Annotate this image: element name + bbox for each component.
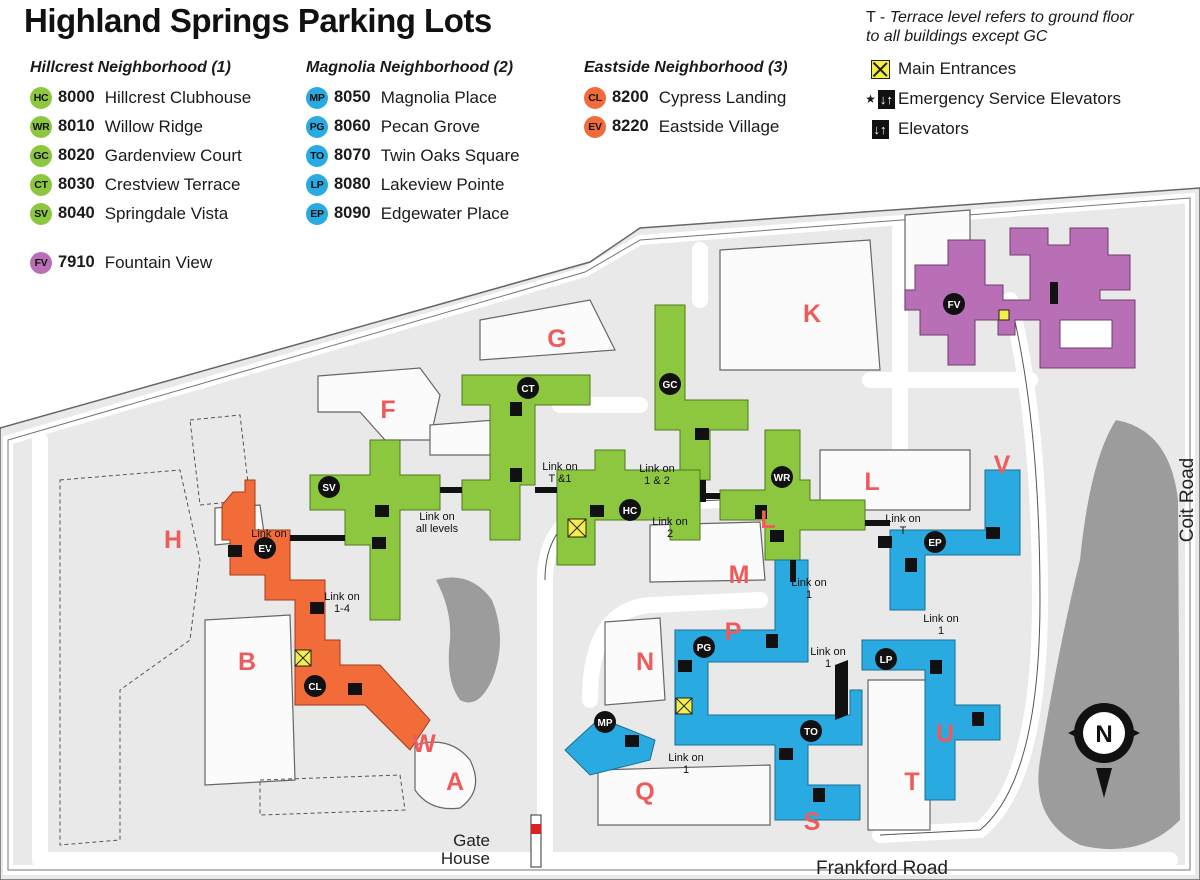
building-name: Eastside Village bbox=[658, 116, 780, 136]
terrace-note: T - Terrace level refers to ground floor… bbox=[866, 8, 1196, 46]
building-number: 8070 bbox=[334, 146, 371, 164]
building-number: 8030 bbox=[58, 175, 95, 193]
legend-label: Elevators bbox=[898, 119, 969, 138]
building-row[interactable]: TO 8070 Twin Oaks Square bbox=[306, 141, 520, 170]
building-number: 8000 bbox=[58, 88, 95, 106]
building-row[interactable]: MP 8050 Magnolia Place bbox=[306, 83, 520, 112]
west-pond bbox=[436, 577, 500, 703]
ep-badge-icon: EP bbox=[306, 202, 328, 225]
hc-badge-icon: HC bbox=[30, 86, 52, 109]
sv-badge-icon: SV bbox=[30, 202, 52, 225]
legend-row: Main Entrances bbox=[862, 54, 1121, 84]
map-entrances bbox=[294, 309, 1010, 715]
building-name: Magnolia Place bbox=[380, 87, 497, 107]
legend-row: ↓↑ Elevators bbox=[862, 114, 1121, 144]
building-name: Cypress Landing bbox=[658, 87, 787, 107]
map-title: Highland Springs Parking Lots bbox=[24, 2, 492, 39]
building-number: 8040 bbox=[58, 204, 95, 222]
building-name: Twin Oaks Square bbox=[380, 145, 520, 165]
magnolia-heading: Magnolia Neighborhood (2) bbox=[306, 59, 514, 76]
wr-badge-icon: WR bbox=[30, 115, 52, 138]
ct-badge-icon: CT bbox=[30, 173, 52, 196]
legend-label: Emergency Service Elevators bbox=[898, 89, 1121, 108]
building-number: 8020 bbox=[58, 146, 95, 164]
eastside-group: Eastside Neighborhood (3) CL 8200 Cypress … bbox=[584, 59, 788, 141]
east-pond bbox=[1038, 420, 1180, 850]
eastside-heading: Eastside Neighborhood (3) bbox=[584, 59, 788, 76]
building-name: Crestview Terrace bbox=[104, 174, 241, 194]
building-row[interactable]: LP 8080 Lakeview Pointe bbox=[306, 170, 520, 199]
fv-badge-icon: FV bbox=[30, 251, 52, 274]
building-number: 8090 bbox=[334, 204, 371, 222]
hillcrest-heading: Hillcrest Neighborhood (1) bbox=[30, 59, 231, 76]
compass-rose bbox=[1068, 703, 1140, 798]
gate-bar bbox=[530, 814, 542, 868]
star-icon: ★ bbox=[865, 92, 876, 106]
pg-badge-icon: PG bbox=[306, 115, 328, 138]
magnolia-group: Magnolia Neighborhood (2) MP 8050 Magnolia… bbox=[306, 59, 520, 228]
building-row[interactable]: CL 8200 Cypress Landing bbox=[584, 83, 788, 112]
building-name: Edgewater Place bbox=[380, 203, 510, 223]
fountain-view-building bbox=[904, 227, 1136, 369]
to-badge-icon: TO bbox=[306, 144, 328, 167]
building-row[interactable]: CT 8030 Crestview Terrace bbox=[30, 170, 251, 199]
building-number: 7910 bbox=[58, 253, 95, 271]
building-row[interactable]: GC 8020 Gardenview Court bbox=[30, 141, 251, 170]
note-line-2: to all buildings except GC bbox=[866, 28, 1048, 45]
building-row[interactable]: SV 8040 Springdale Vista bbox=[30, 199, 251, 228]
building-name: Lakeview Pointe bbox=[380, 174, 505, 194]
note-line-1: Terrace level refers to ground floor bbox=[889, 9, 1134, 26]
building-name: Fountain View bbox=[104, 252, 213, 272]
building-row[interactable]: EP 8090 Edgewater Place bbox=[306, 199, 520, 228]
building-number: 8220 bbox=[612, 117, 649, 135]
map-legend: Main Entrances ★↓↑Emergency Service Elev… bbox=[862, 54, 1121, 144]
building-number: 8010 bbox=[58, 117, 95, 135]
map-elevators bbox=[228, 402, 1000, 802]
cl-badge-icon: CL bbox=[584, 86, 606, 109]
building-number: 8080 bbox=[334, 175, 371, 193]
building-name: Hillcrest Clubhouse bbox=[104, 87, 252, 107]
building-row[interactable]: FV 7910 Fountain View bbox=[30, 248, 251, 277]
ev-badge-icon: EV bbox=[584, 115, 606, 138]
mp-badge-icon: MP bbox=[306, 86, 328, 109]
entrance-icon bbox=[870, 59, 890, 79]
link-bridges bbox=[290, 480, 890, 720]
building-number: 8200 bbox=[612, 88, 649, 106]
building-name: Springdale Vista bbox=[104, 203, 229, 223]
lp-badge-icon: LP bbox=[306, 173, 328, 196]
building-name: Gardenview Court bbox=[104, 145, 242, 165]
hillcrest-buildings bbox=[309, 304, 866, 621]
magnolia-buildings bbox=[564, 469, 1021, 821]
building-row[interactable]: WR 8010 Willow Ridge bbox=[30, 112, 251, 141]
building-number: 8060 bbox=[334, 117, 371, 135]
legend-label: Main Entrances bbox=[898, 59, 1017, 78]
note-prefix: T - bbox=[866, 9, 890, 26]
building-row[interactable]: HC 8000 Hillcrest Clubhouse bbox=[30, 83, 251, 112]
building-number: 8050 bbox=[334, 88, 371, 106]
building-name: Willow Ridge bbox=[104, 116, 203, 136]
gc-badge-icon: GC bbox=[30, 144, 52, 167]
emergency-elevator-icon: ↓↑ bbox=[877, 89, 895, 109]
hillcrest-group: Hillcrest Neighborhood (1) HC 8000 Hillcre… bbox=[30, 59, 251, 277]
building-row[interactable]: EV 8220 Eastside Village bbox=[584, 112, 788, 141]
legend-row: ★↓↑Emergency Service Elevators bbox=[862, 84, 1121, 114]
building-name: Pecan Grove bbox=[380, 116, 480, 136]
building-row[interactable]: PG 8060 Pecan Grove bbox=[306, 112, 520, 141]
elevator-icon: ↓↑ bbox=[871, 119, 889, 139]
